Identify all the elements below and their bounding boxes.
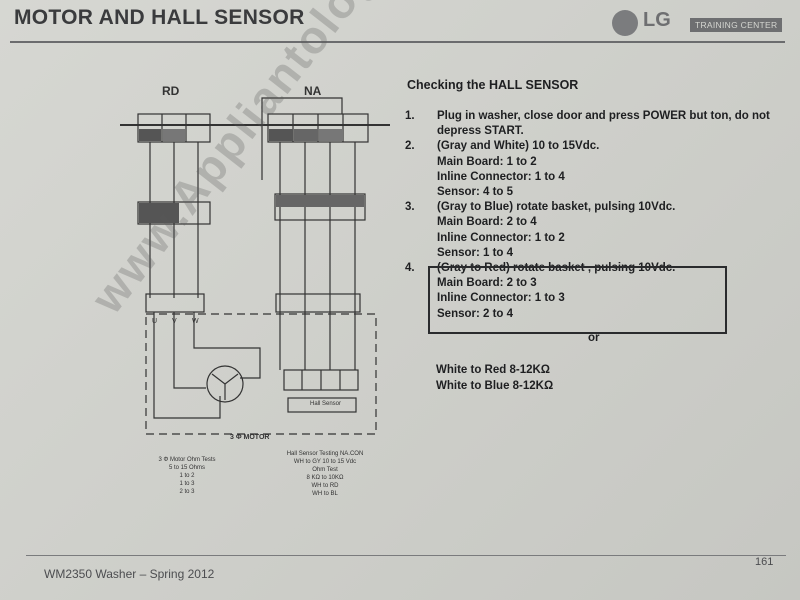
step-number: 4. [405,262,415,275]
motor-note-line: 1 to 2 [179,473,195,479]
logo-text: LG [643,9,671,31]
resistance-line: White to Red 8-12KΩ [436,364,551,376]
motor-label: 3 Φ MOTOR [230,434,270,441]
terminal-v: V [172,318,177,325]
step-4-highlight-box [428,266,727,334]
motor-note-line: 3 Φ Motor Ohm Tests [158,457,216,463]
step-text: (Gray and White) 10 to 15Vdc. [437,140,600,153]
procedure-heading: Checking the HALL SENSOR [407,78,579,92]
training-center-badge: TRAINING CENTER [690,18,783,32]
step-number: 3. [405,201,415,214]
step-detail: Inline Connector: 1 to 3 [437,292,565,305]
wiring-diagram: RD NA 3 Φ MOTOR Hall Sensor U V W 3 Φ Mo… [110,78,400,518]
lg-logo: LG TRAINING CENTER [612,8,790,40]
motor-note-line: 5 to 15 Ohms [168,465,206,471]
step-detail: Sensor: 2 to 4 [437,307,514,320]
step-number: 2. [405,140,415,153]
step-detail: Main Board: 2 to 3 [437,277,537,290]
lg-logo-icon [612,10,638,36]
step-text: Plug in washer, close door and press POW… [437,110,770,138]
step-text: (Gray to Red) rotate basket , pulsing 10… [437,262,676,275]
resistance-values: White to Red 8-12KΩ White to Blue 8-12KΩ [436,362,553,394]
or-text: or [588,332,600,344]
step-detail: Main Board: 2 to 4 [437,216,537,229]
step-detail: Inline Connector: 1 to 2 [437,231,565,244]
header-divider [10,41,785,43]
step-text: (Gray to Blue) rotate basket, pulsing 10… [437,201,676,214]
footer-divider [26,555,786,556]
step-2: 2. (Gray and White) 10 to 15Vdc. [405,139,790,154]
hall-sensor-label: Hall Sensor [310,401,342,407]
step-number: 1. [405,110,415,122]
terminal-u: U [152,318,158,325]
hall-note-line: WH to GY 10 to 15 Vdc [293,459,357,465]
page-title: MOTOR AND HALL SENSOR [14,6,305,29]
procedure-steps: 1. Plug in washer, close door and press … [405,109,790,322]
hall-note-line: WH to BL [312,491,338,497]
hall-note-line: Ohm Test [312,467,338,473]
step-detail: Main Board: 1 to 2 [437,155,537,168]
step-4: 4. (Gray to Red) rotate basket , pulsing… [405,261,790,276]
motor-ohm-note: 3 Φ Motor Ohm Tests 5 to 15 Ohms 1 to 2 … [132,456,242,496]
motor-note-line: 1 to 3 [179,481,195,487]
na-label: NA [304,84,322,98]
motor-note-line: 2 to 3 [179,489,195,495]
step-3: 3. (Gray to Blue) rotate basket, pulsing… [405,200,790,215]
hall-note-line: Hall Sensor Testing NA.CON [286,451,364,457]
hall-note-line: WH to RD [311,483,339,489]
step-1: 1. Plug in washer, close door and press … [405,109,790,139]
wiring-diagram-svg [120,97,390,435]
rd-label: RD [162,84,180,98]
hall-note-line: 8 KΩ to 10KΩ [306,475,344,481]
step-detail: Sensor: 1 to 4 [437,246,514,259]
terminal-w: W [192,318,199,325]
hall-sensor-note: Hall Sensor Testing NA.CON WH to GY 10 t… [260,450,390,498]
page-number: 161 [755,556,774,568]
footer-text: WM2350 Washer – Spring 2012 [44,567,215,581]
step-detail: Inline Connector: 1 to 4 [437,170,565,183]
resistance-line: White to Blue 8-12KΩ [436,380,554,392]
step-detail: Sensor: 4 to 5 [437,186,514,199]
